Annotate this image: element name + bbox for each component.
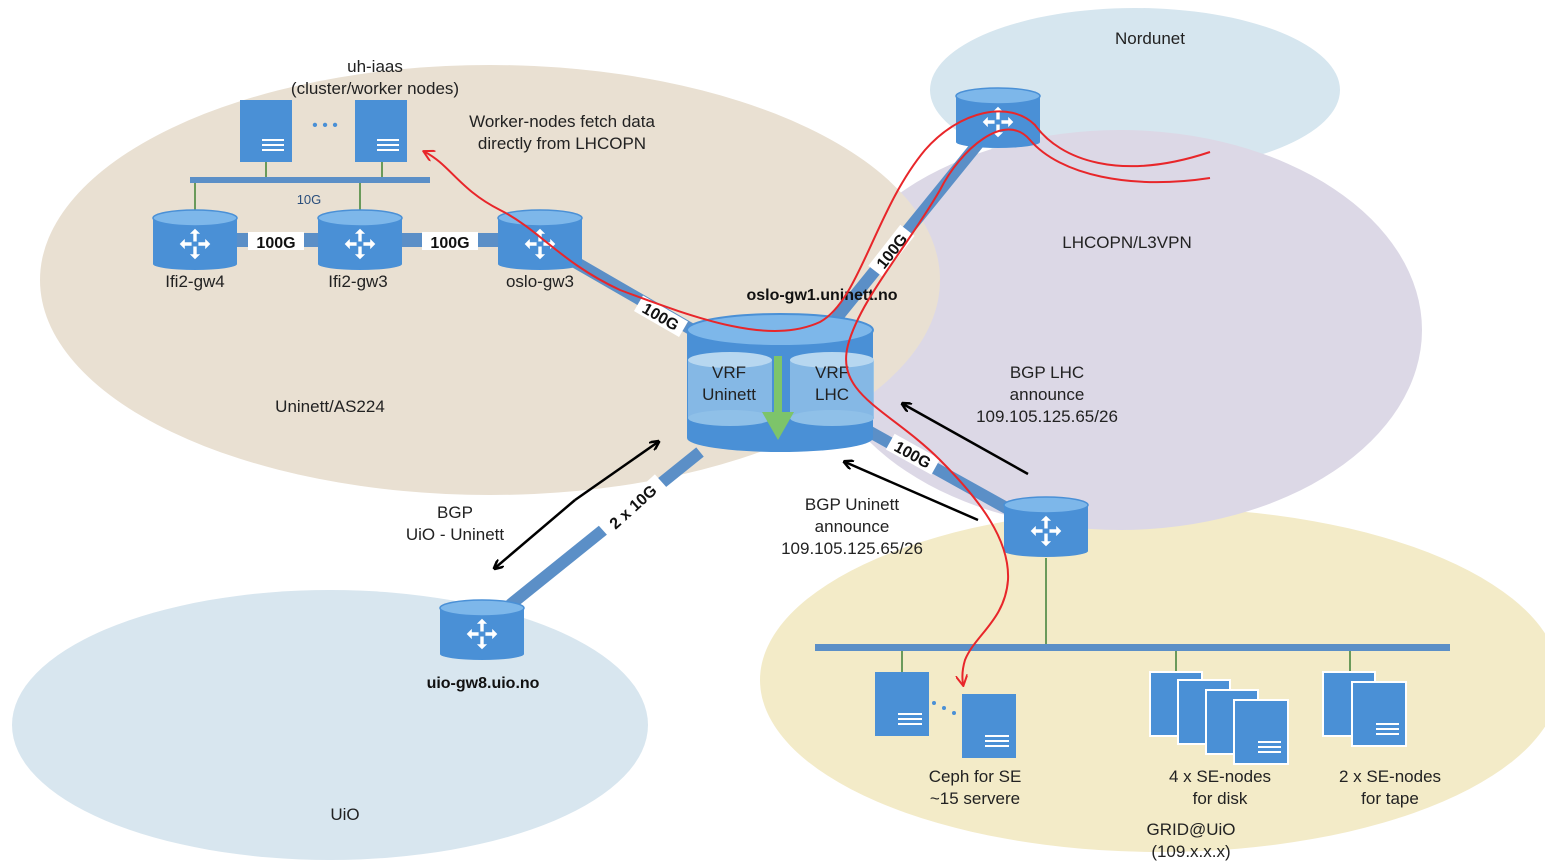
- grid-label-line1: GRID@UiO: [1146, 820, 1235, 839]
- ceph-line1: Ceph for SE: [929, 767, 1022, 786]
- gw4-gw3-speed: 100G: [248, 232, 304, 252]
- bgp-lhc-line3: 109.105.125.65/26: [976, 407, 1118, 426]
- bgp-uninett-arrow: [845, 462, 979, 522]
- oslo-gw3-label: oslo-gw3: [506, 272, 574, 291]
- inter-vrf-arrow-icon: [762, 356, 794, 440]
- gw3-oslo-speed: 100G: [422, 232, 478, 252]
- worker-server-2: [355, 100, 407, 162]
- flow-to-workers: [425, 110, 1211, 332]
- nordunet-label: Nordunet: [1115, 29, 1185, 48]
- disk-line1: 4 x SE-nodes: [1169, 767, 1271, 786]
- se-tape-servers: [1322, 671, 1407, 747]
- tape-line1: 2 x SE-nodes: [1339, 767, 1441, 786]
- link-gw1-to-nordunet: [830, 131, 990, 324]
- bgp-uninett-line3: 109.105.125.65/26: [781, 539, 923, 558]
- uh-iaas-title: uh-iaas: [347, 57, 403, 76]
- router-ifi2-gw4: [152, 209, 238, 270]
- gw1-uio-speed-label: 2 x 10G: [607, 482, 661, 533]
- bgp-lhc-line1: BGP LHC: [1010, 363, 1084, 382]
- bgp-uninett-line1: BGP Uninett: [805, 495, 899, 514]
- router-grid: [1003, 496, 1089, 557]
- se-disk-servers: [1149, 671, 1289, 765]
- lhcopn-data-flow: [425, 110, 1211, 684]
- worker-server-1: [240, 100, 292, 162]
- tape-line2: for tape: [1361, 789, 1419, 808]
- disk-line2: for disk: [1193, 789, 1248, 808]
- worker-fetch-line2: directly from LHCOPN: [478, 134, 646, 153]
- ifi2-gw4-label: Ifi2-gw4: [165, 272, 225, 291]
- uio-label: UiO: [330, 805, 359, 824]
- vrf-lhc-line2: LHC: [815, 385, 849, 404]
- uh-iaas-subtitle: (cluster/worker nodes): [291, 79, 459, 98]
- vrf-lhc-line1: VRF: [815, 363, 849, 382]
- bgp-uninett-line2: announce: [815, 517, 890, 536]
- vrf-lhc: [790, 352, 874, 426]
- router-uio-gw8: [439, 599, 525, 660]
- bus-speed-label: 10G: [297, 192, 322, 207]
- bgp-lhc-arrow: [903, 404, 1029, 476]
- bgp-uio-arrow-down: [495, 499, 576, 568]
- bgp-uio-arrow-up: [574, 442, 658, 502]
- ceph-server-1: [875, 672, 929, 736]
- worker-fetch-line1: Worker-nodes fetch data: [469, 112, 655, 131]
- grid-bus: [815, 644, 1450, 651]
- worker-bus: [190, 177, 430, 183]
- ceph-server-2: [962, 694, 1016, 758]
- vrf-uninett: [688, 352, 772, 426]
- flow-to-ceph: [845, 128, 1211, 684]
- ceph-line2: ~15 servere: [930, 789, 1020, 808]
- lhcopn-cloud: [818, 130, 1422, 530]
- lhcopn-label: LHCOPN/L3VPN: [1062, 233, 1191, 252]
- router-ifi2-gw3: [317, 209, 403, 270]
- vrf-uninett-line1: VRF: [712, 363, 746, 382]
- gw3-oslo-speed-label: 100G: [430, 235, 469, 252]
- bgp-lhc-line2: announce: [1010, 385, 1085, 404]
- vrf-uninett-line2: Uninett: [702, 385, 756, 404]
- bgp-uio-line2: UiO - Uninett: [406, 525, 505, 544]
- uninett-label: Uninett/AS224: [275, 397, 385, 416]
- bgp-uio-line1: BGP: [437, 503, 473, 522]
- ifi2-gw3-label: Ifi2-gw3: [328, 272, 388, 291]
- worker-ellipsis: • • •: [312, 117, 338, 134]
- grid-label-line2: (109.x.x.x): [1151, 842, 1230, 861]
- oslo-gw1-label: oslo-gw1.uninett.no: [746, 287, 897, 304]
- router-oslo-gw1: [686, 313, 874, 452]
- uio-gw8-label: uio-gw8.uio.no: [427, 675, 540, 692]
- gw4-gw3-speed-label: 100G: [256, 235, 295, 252]
